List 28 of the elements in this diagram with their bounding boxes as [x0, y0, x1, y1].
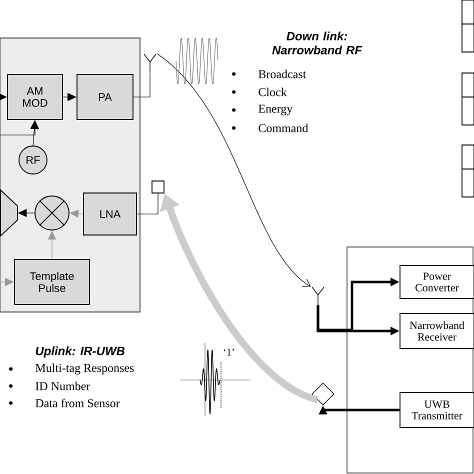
- bullet-item: ID Number: [9, 382, 90, 390]
- bit-label: ‘1’: [224, 348, 234, 356]
- amplifier-box: PA: [76, 74, 134, 120]
- transmitter-box: UWB Transmitter: [400, 392, 474, 428]
- bullet-item: Broadcast: [232, 70, 306, 78]
- template-pulse-box: Template Pulse: [14, 259, 90, 305]
- converter-box: Power Converter: [400, 265, 474, 299]
- connector-line: [136, 193, 158, 214]
- antenna-symbol: [144, 54, 156, 72]
- amplifier-box: LNA: [83, 192, 137, 236]
- arrow: [156, 54, 311, 288]
- receiver-box: Narrowband Receiver: [400, 313, 474, 349]
- bullet-item: Command: [232, 124, 308, 132]
- link-heading: Uplink: IR-UWB: [36, 346, 125, 358]
- bullet-item: Multi-tag Responses: [9, 364, 134, 374]
- antenna-symbol: [152, 180, 164, 194]
- bullet-item: Data from Sensor: [9, 398, 120, 408]
- mixer-symbol: [34, 196, 70, 230]
- bullet-item: Energy: [232, 104, 293, 116]
- antenna-symbol: [312, 382, 334, 406]
- link-heading: Down link: Narrowband RF: [272, 32, 362, 54]
- bullet-item: Clock: [232, 88, 287, 96]
- modulator-box: AM MOD: [7, 74, 63, 120]
- connector-line: [133, 72, 150, 98]
- block-box: [461, 144, 474, 198]
- antenna-symbol: [312, 286, 324, 306]
- block-box: [461, 72, 474, 126]
- block-box: [461, 0, 474, 52]
